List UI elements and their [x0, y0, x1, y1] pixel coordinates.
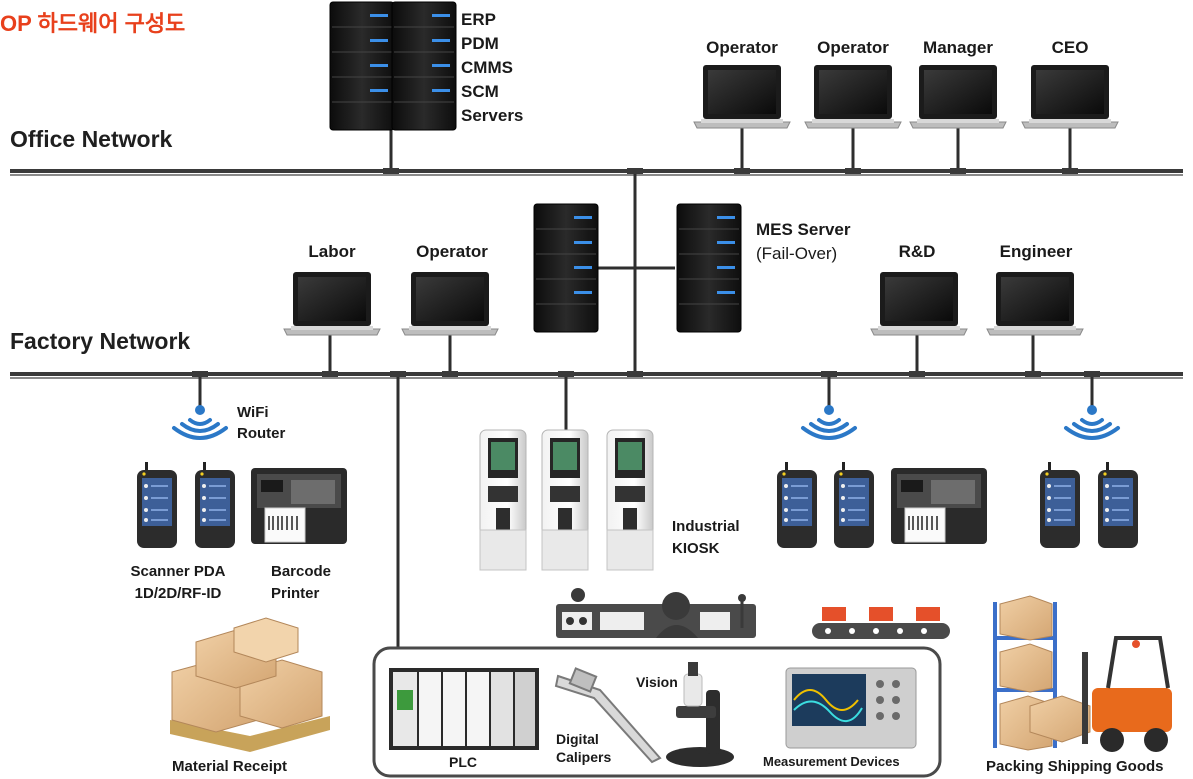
digital-label: Digital — [556, 731, 599, 747]
material-receipt-label: Material Receipt — [172, 758, 288, 775]
scanner-pda-label: Scanner PDA 1D/2D/RF-ID — [118, 561, 238, 605]
factory-client-label: Labor — [308, 242, 356, 261]
barcode-printer-label: Barcode Printer — [271, 561, 331, 605]
office-server-rack-icon — [329, 1, 457, 131]
servers-label: Servers — [461, 106, 524, 125]
factory-client-label: Engineer — [999, 242, 1073, 261]
wifi-router-icon — [172, 405, 1120, 440]
scm-label: SCM — [461, 82, 499, 101]
industrial-label: Industrial — [672, 518, 740, 535]
digital-calipers-label: Digital Calipers — [556, 730, 611, 766]
erp-label: ERP — [461, 10, 496, 29]
office-client-label: Manager — [923, 38, 993, 57]
measurement-devices-label: Measurement Devices — [763, 754, 900, 769]
mes-server-failover: (Fail-Over) — [756, 244, 838, 263]
packing-shipping-label: Packing Shipping Goods — [986, 758, 1164, 775]
printer-label: Printer — [271, 585, 320, 602]
office-servers-label: ERP PDM CMMS SCM Servers — [461, 8, 523, 128]
plc-icon — [389, 668, 539, 750]
material-boxes-icon — [170, 617, 330, 752]
factory-client-label: R&D — [898, 242, 936, 261]
pdm-label: PDM — [461, 34, 499, 53]
conveyor-icon — [812, 607, 950, 639]
kiosk-label: Industrial KIOSK — [672, 516, 740, 560]
plc-label: PLC — [449, 754, 477, 770]
office-laptop-icons — [693, 64, 1119, 129]
wifi-router-label: WiFi Router — [237, 402, 285, 444]
kiosk-title-label: KIOSK — [672, 540, 720, 557]
mes-server-title: MES Server — [756, 220, 851, 239]
barcode-label: Barcode — [271, 563, 332, 580]
office-client-label: Operator — [817, 38, 889, 57]
office-client-label: Operator — [706, 38, 778, 57]
office-client-label: CEO — [1051, 38, 1089, 57]
scanner-type-label: 1D/2D/RF-ID — [134, 585, 222, 602]
microscope-icon — [666, 662, 734, 767]
connector-lines — [198, 128, 1094, 648]
factory-network-line — [10, 372, 1183, 379]
control-panel-icon — [556, 588, 756, 638]
calipers-label: Calipers — [556, 749, 612, 765]
wifi-label: WiFi — [237, 404, 269, 421]
forklift-icon — [1029, 636, 1172, 752]
connector-taps — [192, 168, 1100, 377]
factory-client-label: Operator — [416, 242, 488, 261]
office-network-line — [10, 169, 1183, 176]
page-title: OP 하드웨어 구성도 — [0, 11, 186, 36]
office-network-label: Office Network — [10, 126, 173, 152]
router-label: Router — [237, 425, 286, 442]
measurement-device-icon — [785, 667, 917, 749]
vision-label: Vision — [636, 674, 678, 690]
kiosk-icon — [479, 429, 654, 571]
scanner-label: Scanner PDA — [130, 563, 226, 580]
calipers-icon — [554, 667, 662, 764]
factory-network-label: Factory Network — [10, 328, 191, 354]
mes-server-label: MES Server (Fail-Over) — [756, 218, 851, 266]
cmms-label: CMMS — [461, 58, 513, 77]
